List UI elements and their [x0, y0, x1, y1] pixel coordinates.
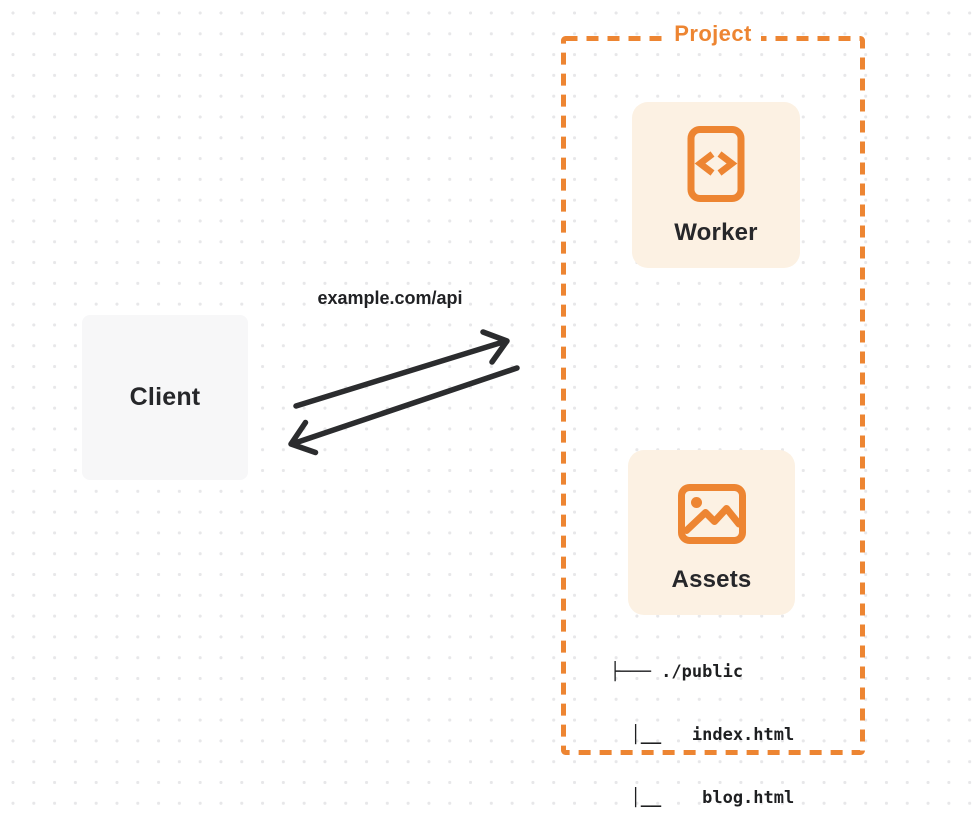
project-group-label: Project [563, 21, 863, 47]
worker-label: Worker [674, 219, 758, 246]
worker-node: Worker [632, 102, 800, 268]
project-label-text: Project [665, 21, 761, 47]
request-arrow [293, 329, 510, 409]
client-node: Client [82, 315, 248, 480]
assets-file-tree: ├─── ./public │__ index.html │__ blog.ht… [610, 620, 794, 818]
file-tree-line: │__ blog.html [610, 788, 795, 808]
api-route-label: example.com/api [317, 288, 463, 308]
code-icon [687, 126, 745, 202]
image-icon [677, 484, 746, 544]
client-label: Client [129, 383, 201, 411]
file-tree-line: ├─── ./public [610, 662, 744, 682]
response-arrow [288, 365, 520, 456]
assets-label: Assets [671, 566, 752, 593]
file-tree-line: │__ index.html [610, 725, 795, 745]
assets-node: Assets [628, 450, 795, 615]
